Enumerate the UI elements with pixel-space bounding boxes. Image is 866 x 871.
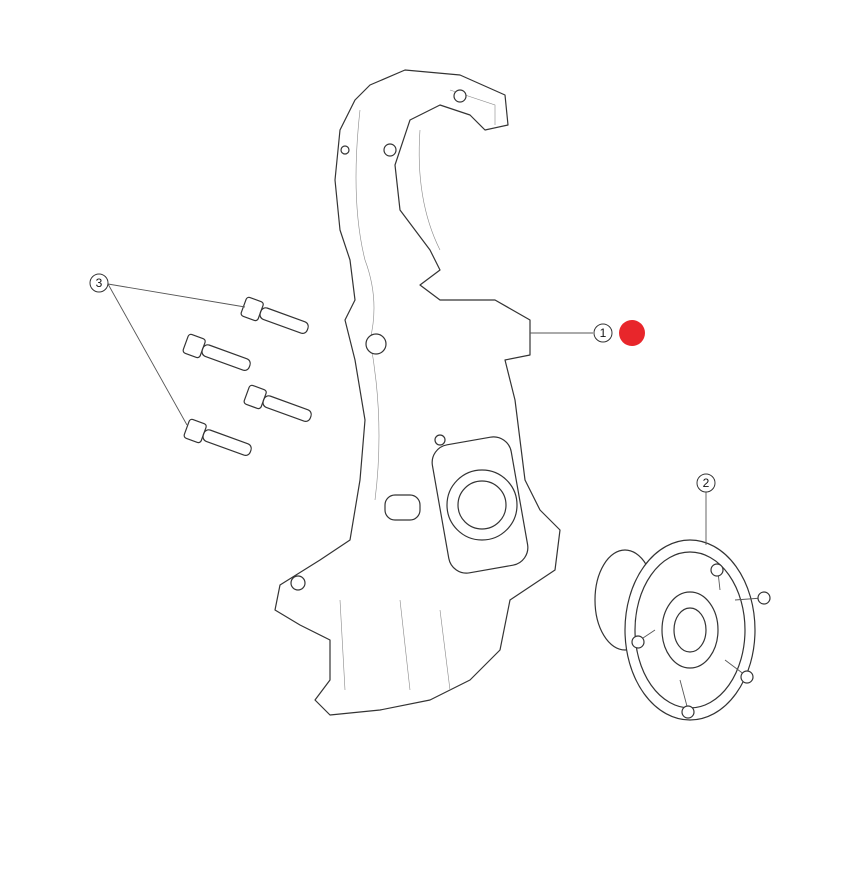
wheel-stud <box>734 591 771 605</box>
bolt <box>182 333 251 371</box>
wheel-stud <box>631 629 656 649</box>
wheel-stud <box>710 563 724 591</box>
callout-3: 3 <box>89 273 109 293</box>
steering-knuckle <box>274 69 561 716</box>
leader-line-3a <box>107 283 246 308</box>
bolt <box>243 384 312 422</box>
callout-3-label: 3 <box>96 276 103 290</box>
wheel-stud <box>724 659 754 684</box>
leader-line-3b <box>107 283 188 426</box>
wheel-hub <box>594 539 771 721</box>
callout-2-label: 2 <box>703 476 710 490</box>
callout-2: 2 <box>696 473 716 493</box>
wheel-stud <box>679 679 695 719</box>
bolt <box>240 296 309 334</box>
red-marker-dot <box>619 320 645 346</box>
callout-1: 1 <box>593 323 613 343</box>
callout-1-label: 1 <box>600 326 607 340</box>
bolt-group <box>182 296 312 456</box>
bolt <box>183 418 252 456</box>
